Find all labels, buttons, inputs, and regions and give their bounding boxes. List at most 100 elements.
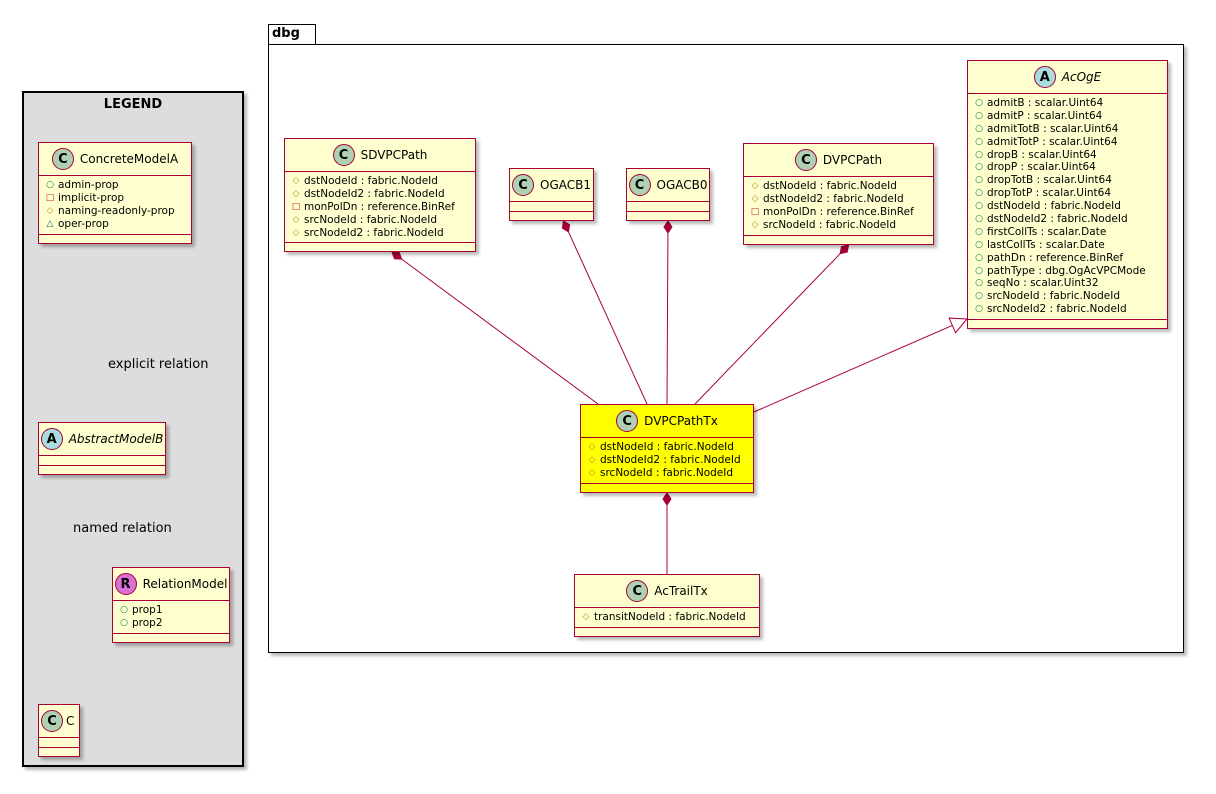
visibility-icon: ○ [975,98,983,108]
attribute-list: ◇dstNodeId : fabric.NodeId◇dstNodeId2 : … [744,177,933,236]
visibility-icon: ◇ [588,454,596,465]
class-name: SDVPCPath [360,148,428,162]
attribute-row: ○ srcNodeId2 : fabric.NodeId [974,303,1167,316]
attribute-text: dropB : scalar.Uint64 [987,148,1097,161]
class-badge-icon: C [794,149,817,171]
visibility-icon: ◇ [588,442,596,452]
package-name: dbg [272,26,300,41]
class-badge-icon: C [628,174,651,196]
attribute-row: ○prop2 [119,617,229,630]
class-dvpcpathtx[interactable]: C DVPCPathTx ◇dstNodeId : fabric.NodeId◇… [580,404,754,493]
abstract-badge-icon: A [1033,66,1056,88]
attribute-text: dropP : scalar.Uint64 [987,161,1096,174]
attribute-text: monPolDn : reference.BinRef [304,200,455,213]
attribute-text: pathDn : reference.BinRef [987,251,1124,264]
visibility-icon: ○ [975,201,983,212]
attribute-row: ○ pathDn : reference.BinRef [974,252,1167,265]
visibility-icon: ○ [975,252,983,263]
attribute-text: implicit-prop [58,191,125,204]
attribute-row: ○dstNodeId : fabric.NodeId [974,200,1167,213]
visibility-icon: ◇ [751,219,759,230]
class-name: AcOgE [1061,70,1102,84]
package-dbg [268,44,1184,653]
class-badge-icon: C [41,710,63,732]
attribute-text: srcNodeId : fabric.NodeId [600,466,734,479]
attribute-row: ◇naming-readonly-prop [45,205,191,218]
visibility-icon: △ [46,218,54,229]
class-c[interactable]: C C [38,704,80,757]
attribute-text: srcNodeId2 : fabric.NodeId [304,226,444,239]
visibility-icon: ○ [975,239,983,250]
class-dvpcpath[interactable]: C DVPCPath ◇dstNodeId : fabric.NodeId◇ds… [743,143,934,245]
attribute-list: ○admitB : scalar.Uint64○admitP : scalar.… [968,94,1167,321]
class-ogacb0[interactable]: C OGACB0 [626,168,710,221]
visibility-icon: ◇ [588,467,596,478]
attribute-text: admin-prop [58,179,119,191]
attribute-row: ○ dropB : scalar.Uint64 [974,149,1167,162]
class-badge-icon: C [512,174,534,196]
visibility-icon: ○ [46,180,54,190]
attribute-text: dstNodeId2 : fabric.NodeId [600,453,741,466]
attribute-list: ○ prop1○prop2 [113,601,229,634]
attribute-row: ◇dstNodeId2 : fabric.NodeId [291,188,475,201]
class-concrete-model-a[interactable]: C ConcreteModelA ○ admin-prop□implicit-pr… [38,142,192,244]
attribute-text: dstNodeId2 : fabric.NodeId [763,192,904,205]
visibility-icon: ○ [975,291,983,302]
relation-badge-icon: R [114,573,137,595]
class-name: AbstractModelB [68,432,164,446]
attribute-text: dropTotP : scalar.Uint64 [987,187,1112,200]
class-abstract-model-b[interactable]: A AbstractModelB [38,422,166,475]
attribute-row: ○ dropTotP : scalar.Uint64 [974,187,1167,200]
attribute-text: lastCollTs : scalar.Date [987,238,1105,251]
named-relation-label: named relation [73,521,172,536]
attribute-text: transitNodeId : fabric.NodeId [594,611,746,623]
visibility-icon: ○ [120,617,128,628]
visibility-icon: ◇ [292,214,300,225]
attribute-row: □monPolDn : reference.BinRef [750,206,933,219]
visibility-icon: ◇ [46,205,54,216]
class-name: ConcreteModelA [79,152,179,166]
attribute-text: prop1 [132,604,163,616]
attribute-row: ○admitTotP : scalar.Uint64 [974,136,1167,149]
attribute-text: firstCollTs : scalar.Date [987,225,1107,238]
visibility-icon: ○ [975,188,983,199]
class-relation-model[interactable]: R RelationModel ○ prop1○prop2 [112,567,230,643]
attribute-row: ◇ srcNodeId : fabric.NodeId [291,214,475,227]
abstract-badge-icon: A [40,428,63,450]
visibility-icon: ○ [975,278,983,289]
attribute-row: ○admitB : scalar.Uint64 [974,97,1167,110]
attribute-list: ◇dstNodeId : fabric.NodeId◇dstNodeId2 : … [581,438,753,484]
visibility-icon: ◇ [292,227,300,238]
visibility-icon: ○ [975,149,983,160]
attribute-row: ◇transitNodeId : fabric.NodeId [581,611,759,624]
legend-title: LEGEND [103,97,163,112]
visibility-icon: □ [45,192,55,203]
attribute-row: ○seqNo : scalar.Uint32 [974,277,1167,290]
class-actrailtx[interactable]: C AcTrailTx ◇transitNodeId : fabric.Node… [574,574,760,637]
attribute-row: ○srcNodeId : fabric.NodeId [974,290,1167,303]
attribute-row: ◇ srcNodeId2 : fabric.NodeId [291,227,475,240]
class-name: AcTrailTx [654,584,708,598]
attribute-list: ◇transitNodeId : fabric.NodeId [575,608,759,628]
attribute-row: ○ admin-prop [45,179,191,192]
attribute-text: dstNodeId : fabric.NodeId [304,175,438,187]
visibility-icon: ○ [975,162,983,173]
class-name: RelationModel [142,577,228,591]
attribute-row: △oper-prop [45,218,191,231]
attribute-text: srcNodeId2 : fabric.NodeId [987,303,1127,316]
attribute-text: srcNodeId : fabric.NodeId [304,213,438,226]
class-badge-icon: C [51,148,74,170]
visibility-icon: ◇ [751,181,759,191]
class-acoge[interactable]: A AcOgE ○admitB : scalar.Uint64○admitP :… [967,60,1168,330]
visibility-icon: ○ [975,304,983,315]
attribute-row: ○dstNodeId2 : fabric.NodeId [974,213,1167,226]
class-name: C [66,714,75,728]
visibility-icon: ○ [975,136,983,147]
attribute-list: ○ admin-prop□implicit-prop◇naming-readonl… [39,176,191,235]
class-ogacb1[interactable]: C OGACB1 [509,168,594,221]
visibility-icon: ○ [975,123,983,134]
class-sdvpcpath[interactable]: C SDVPCPath ◇dstNodeId : fabric.NodeId◇d… [284,138,476,253]
class-name: OGACB1 [540,178,591,192]
attribute-row: ○admitP : scalar.Uint64 [974,110,1167,123]
visibility-icon: □ [291,201,301,212]
